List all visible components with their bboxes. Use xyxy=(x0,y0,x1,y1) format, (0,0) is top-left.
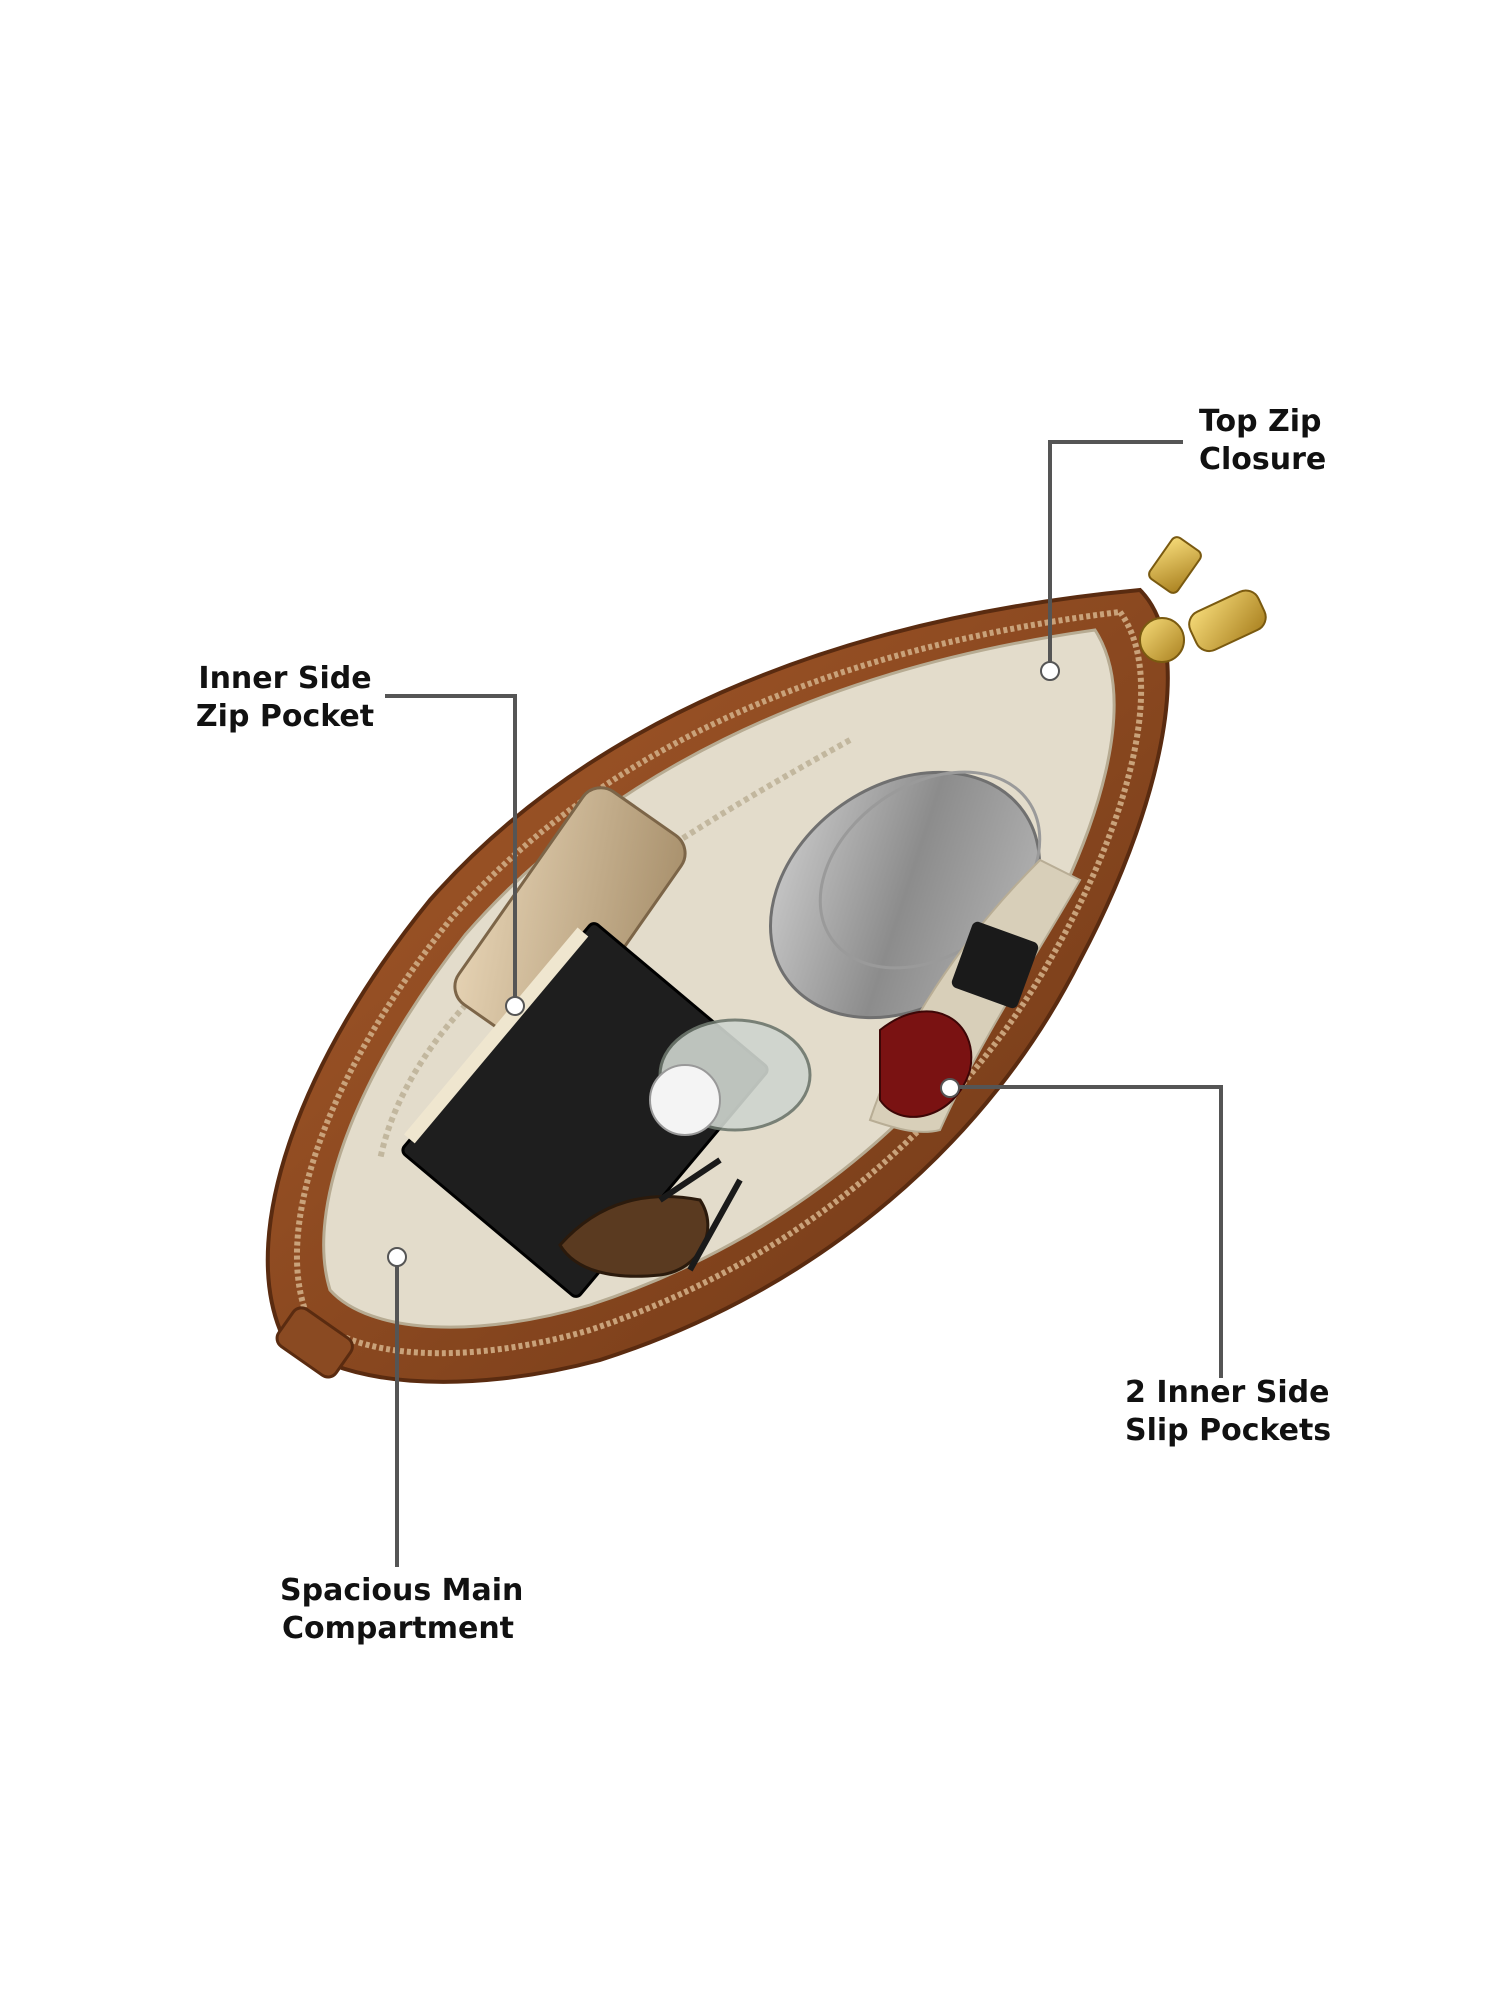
bottom-leather-tab xyxy=(275,1306,354,1379)
dot-top-zip xyxy=(1040,661,1060,681)
callout-spacious-main-compartment: Spacious Main Compartment xyxy=(280,1572,524,1648)
perfume-cap xyxy=(649,1064,721,1136)
callout-main-compartment-line1: Spacious Main xyxy=(280,1573,524,1608)
dot-main-compartment xyxy=(387,1247,407,1267)
callout-inner-zip-line2: Zip Pocket xyxy=(195,699,375,734)
callout-top-zip-line1: Top Zip xyxy=(1199,404,1322,439)
callout-main-compartment-line2: Compartment xyxy=(281,1611,515,1646)
dot-inner-zip xyxy=(505,996,525,1016)
callout-slip-pockets-line2: Slip Pockets xyxy=(1125,1413,1332,1448)
zipper-tape xyxy=(293,608,1145,1357)
notebook-pages xyxy=(404,927,589,1144)
sunglasses-arm xyxy=(658,1157,743,1272)
leader-line-top-zip xyxy=(1048,440,1183,667)
leader-line-inner-zip xyxy=(385,694,517,1004)
leader-dots xyxy=(387,661,1060,1267)
zip-pull-logo-tab xyxy=(1188,589,1267,653)
leader-line-slip-pockets xyxy=(950,1085,1223,1378)
callout-inner-side-zip-pocket: Inner Side Zip Pocket xyxy=(190,660,380,736)
dot-slip-pockets xyxy=(940,1078,960,1098)
callout-slip-pockets-line1: 2 Inner Side xyxy=(1125,1375,1330,1410)
callout-top-zip-line2: Closure xyxy=(1199,442,1327,477)
callout-top-zip-closure: Top Zip Closure xyxy=(1199,403,1326,479)
callout-inner-zip-line1: Inner Side xyxy=(198,661,372,696)
callout-inner-side-slip-pockets: 2 Inner Side Slip Pockets xyxy=(1125,1374,1332,1450)
leader-lines xyxy=(385,440,1223,1567)
zip-pull-top xyxy=(1148,536,1202,594)
nail-polish-cap xyxy=(951,921,1039,1009)
zip-slider xyxy=(1139,617,1185,663)
